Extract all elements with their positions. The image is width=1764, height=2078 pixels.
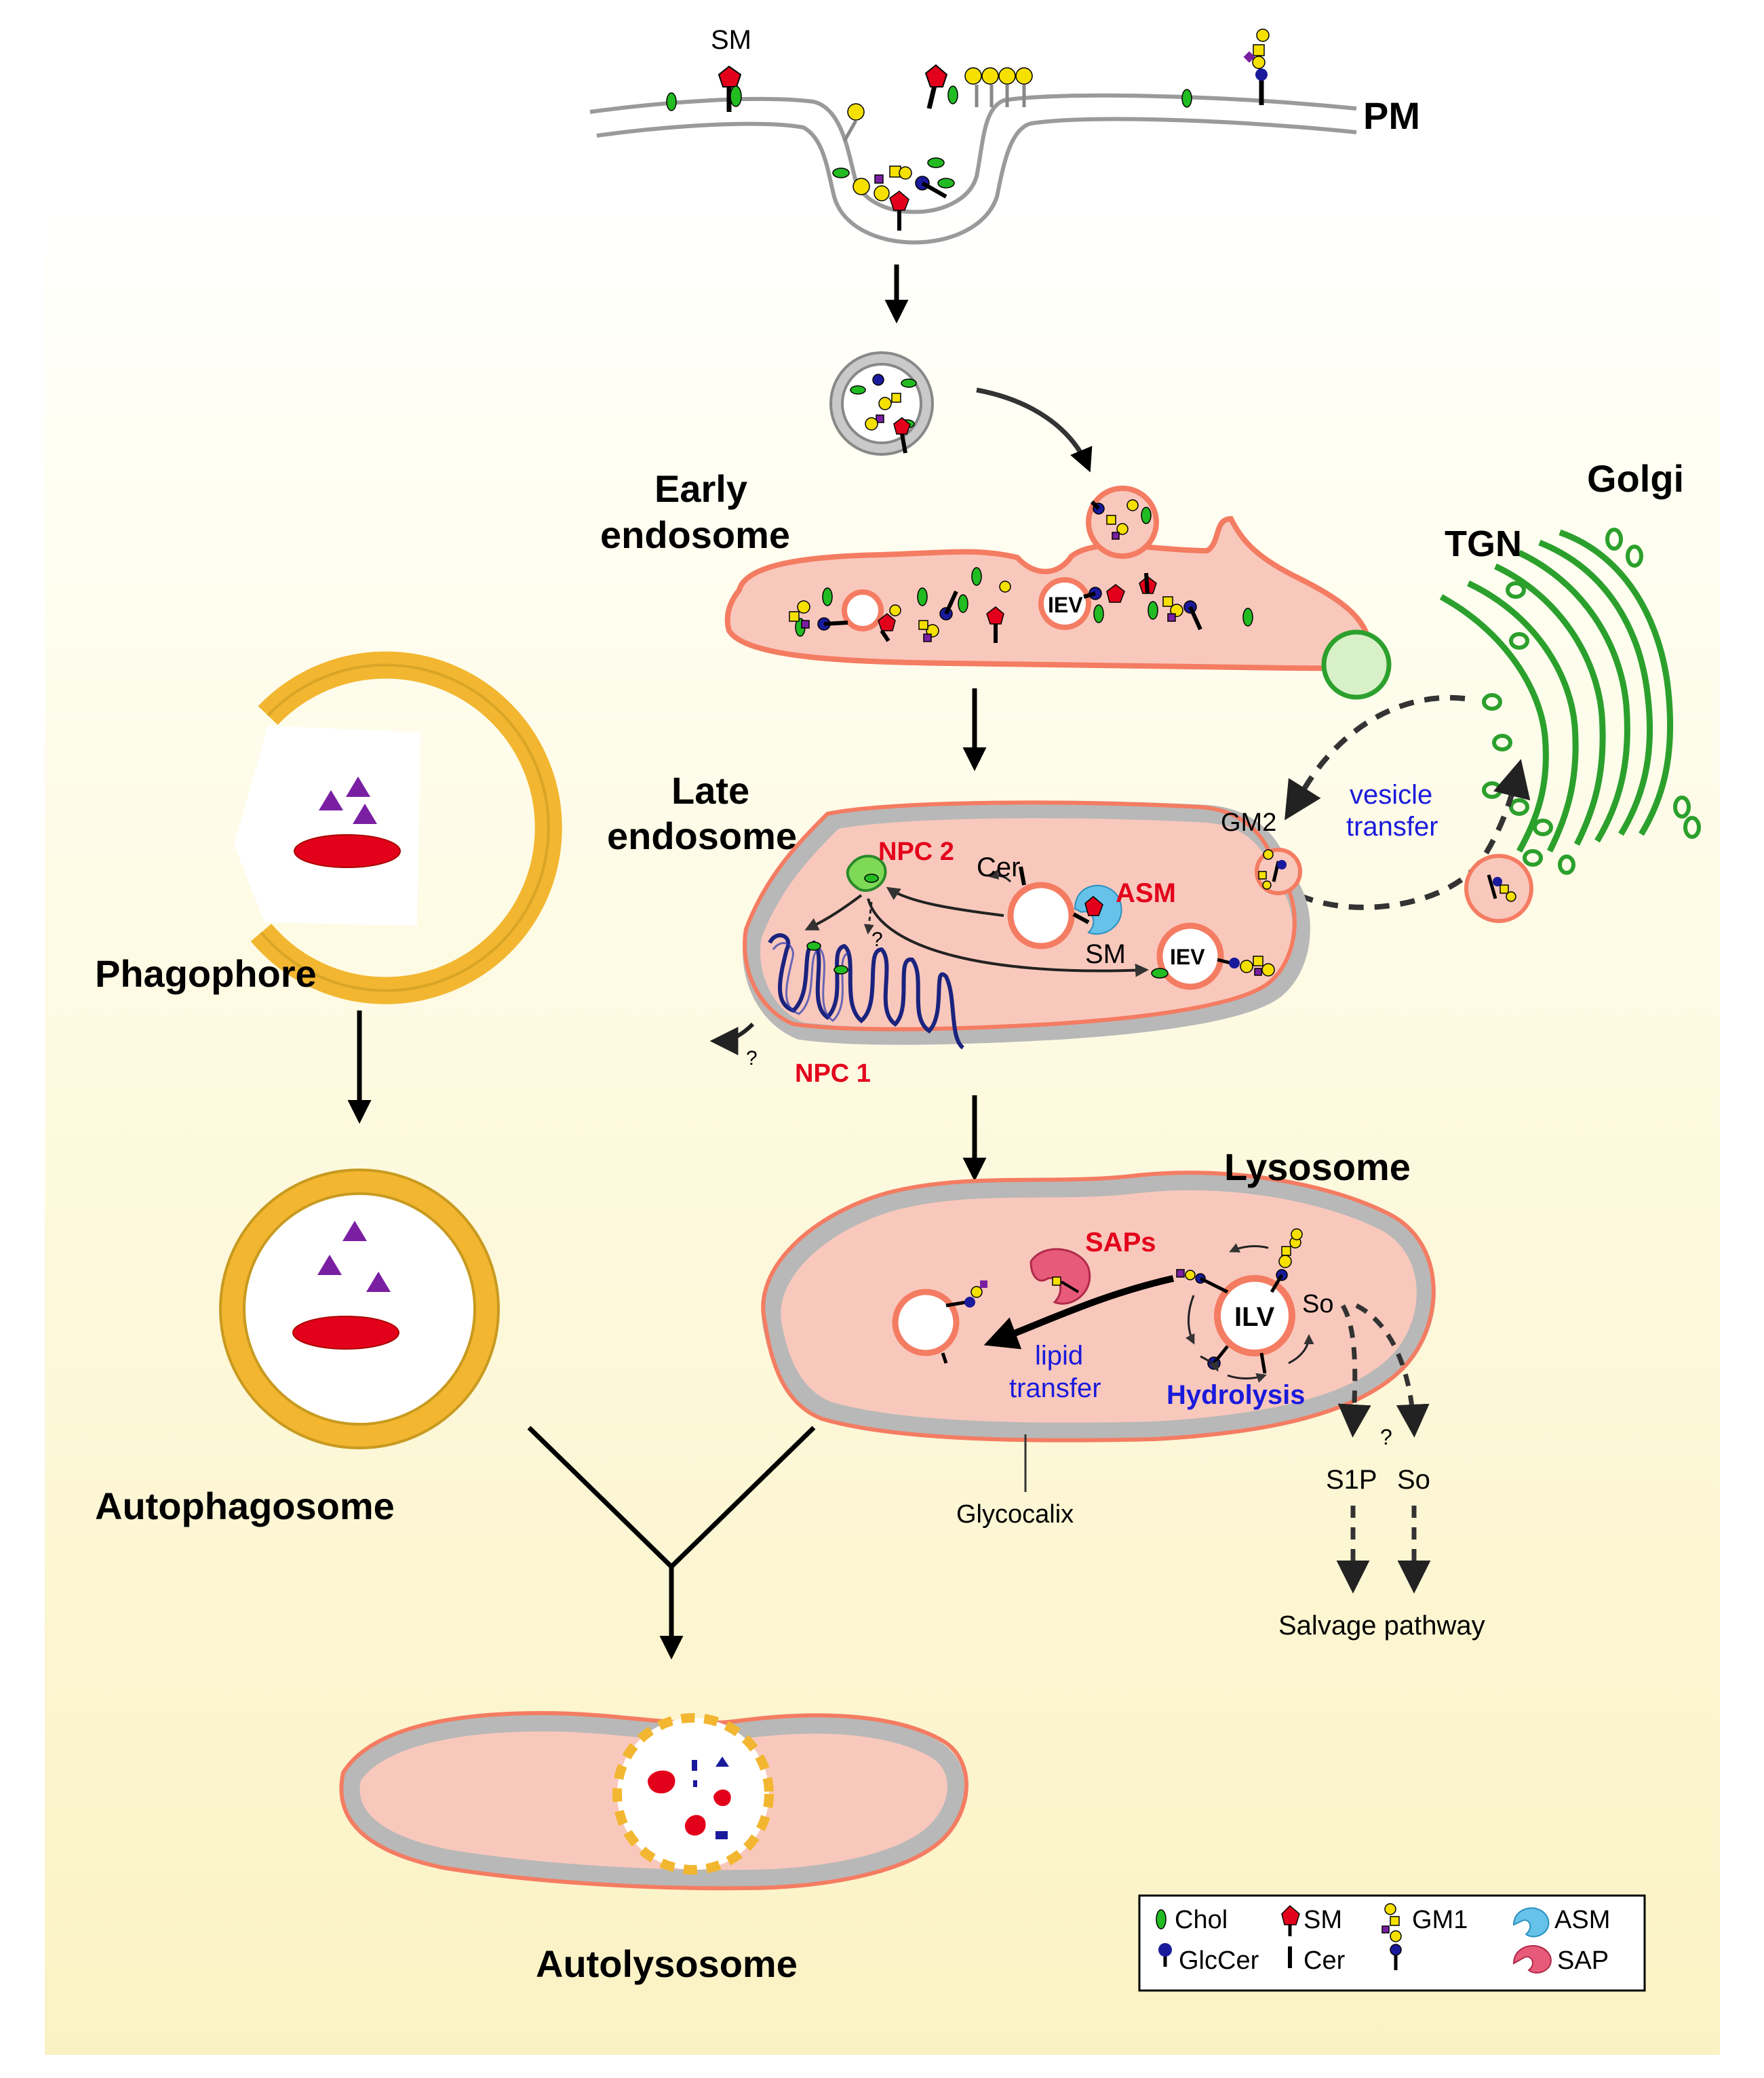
iev-late-label: IEV — [1170, 945, 1205, 969]
hydrolysis-label: Hydrolysis — [1167, 1380, 1306, 1410]
vesicle-transfer-label-1: vesicle — [1350, 780, 1432, 810]
ilv-label: ILV — [1234, 1302, 1275, 1332]
gm1-icon — [1381, 1903, 1402, 1956]
late-endosome-label-1: Late — [671, 769, 749, 812]
glycocalix-label: Glycocalix — [956, 1500, 1074, 1529]
transport-vesicle — [1464, 854, 1533, 923]
early-endosome-label-1: Early — [654, 467, 747, 510]
so-out-label: So — [1397, 1465, 1430, 1495]
arrow-vesicle-to-early — [976, 387, 1093, 473]
late-endosome-label-2: endosome — [607, 815, 797, 857]
saps-label: SAPs — [1085, 1228, 1156, 1257]
golgi-label: Golgi — [1587, 457, 1684, 500]
lysosome — [761, 1171, 1436, 1492]
gm2-label: GM2 — [1221, 808, 1276, 837]
legend-box — [1138, 1894, 1646, 1992]
question-mark-2: ? — [746, 1047, 758, 1070]
late-endosome — [709, 800, 1310, 1055]
asm-label: ASM — [1116, 878, 1176, 908]
legend-glccer: GlcCer — [1179, 1946, 1259, 1975]
chol-icon — [1156, 1909, 1167, 1929]
legend-sap: SAP — [1557, 1946, 1609, 1975]
autophagosome-label: Autophagosome — [95, 1485, 395, 1527]
lipid-transfer-label-1: lipid — [1035, 1341, 1083, 1371]
autophagosome — [219, 1169, 500, 1449]
legend-asm: ASM — [1554, 1906, 1610, 1934]
autolysosome — [339, 1710, 968, 1891]
early-endosome — [724, 486, 1373, 671]
autolysosome-label: Autolysosome — [536, 1942, 798, 1985]
salvage-label: Salvage pathway — [1278, 1611, 1485, 1641]
golgi-vesicle — [1321, 629, 1392, 700]
npc2-label: NPC 2 — [878, 838, 954, 866]
endocytic-vesicle — [829, 351, 934, 456]
legend-gm1: GM1 — [1412, 1906, 1468, 1934]
asm-icon — [1512, 1907, 1550, 1938]
plasma-membrane — [589, 28, 1357, 245]
sm-top-label: SM — [711, 25, 751, 55]
legend-cer: Cer — [1304, 1946, 1346, 1975]
cer-label: Cer — [977, 852, 1020, 882]
golgi-apparatus — [1439, 528, 1701, 875]
fusion-arrows — [527, 1426, 816, 1660]
sm-late-label: SM — [1085, 939, 1126, 969]
phagophore — [234, 651, 562, 1004]
glccer-icon — [1158, 1943, 1172, 1957]
legend-chol: Chol — [1175, 1906, 1228, 1934]
pm-label: PM — [1363, 94, 1420, 137]
lipid-transfer-label-2: transfer — [1009, 1373, 1101, 1403]
npc1-label: NPC 1 — [795, 1059, 871, 1088]
sm-icon — [1281, 1904, 1300, 1925]
sap-icon — [1512, 1945, 1552, 1974]
legend-sm: SM — [1304, 1906, 1342, 1934]
lysosome-label: Lysosome — [1224, 1145, 1411, 1188]
phagophore-label: Phagophore — [95, 952, 317, 995]
tgn-label: TGN — [1445, 524, 1522, 564]
question-mark-1: ? — [871, 928, 883, 951]
early-endosome-label-2: endosome — [600, 513, 790, 556]
s1p-label: S1P — [1326, 1465, 1377, 1495]
vesicle-transfer-label-2: transfer — [1346, 812, 1438, 842]
so-inside-label: So — [1302, 1290, 1333, 1318]
question-mark-3: ? — [1380, 1425, 1392, 1449]
iev-early-label: IEV — [1048, 593, 1083, 617]
